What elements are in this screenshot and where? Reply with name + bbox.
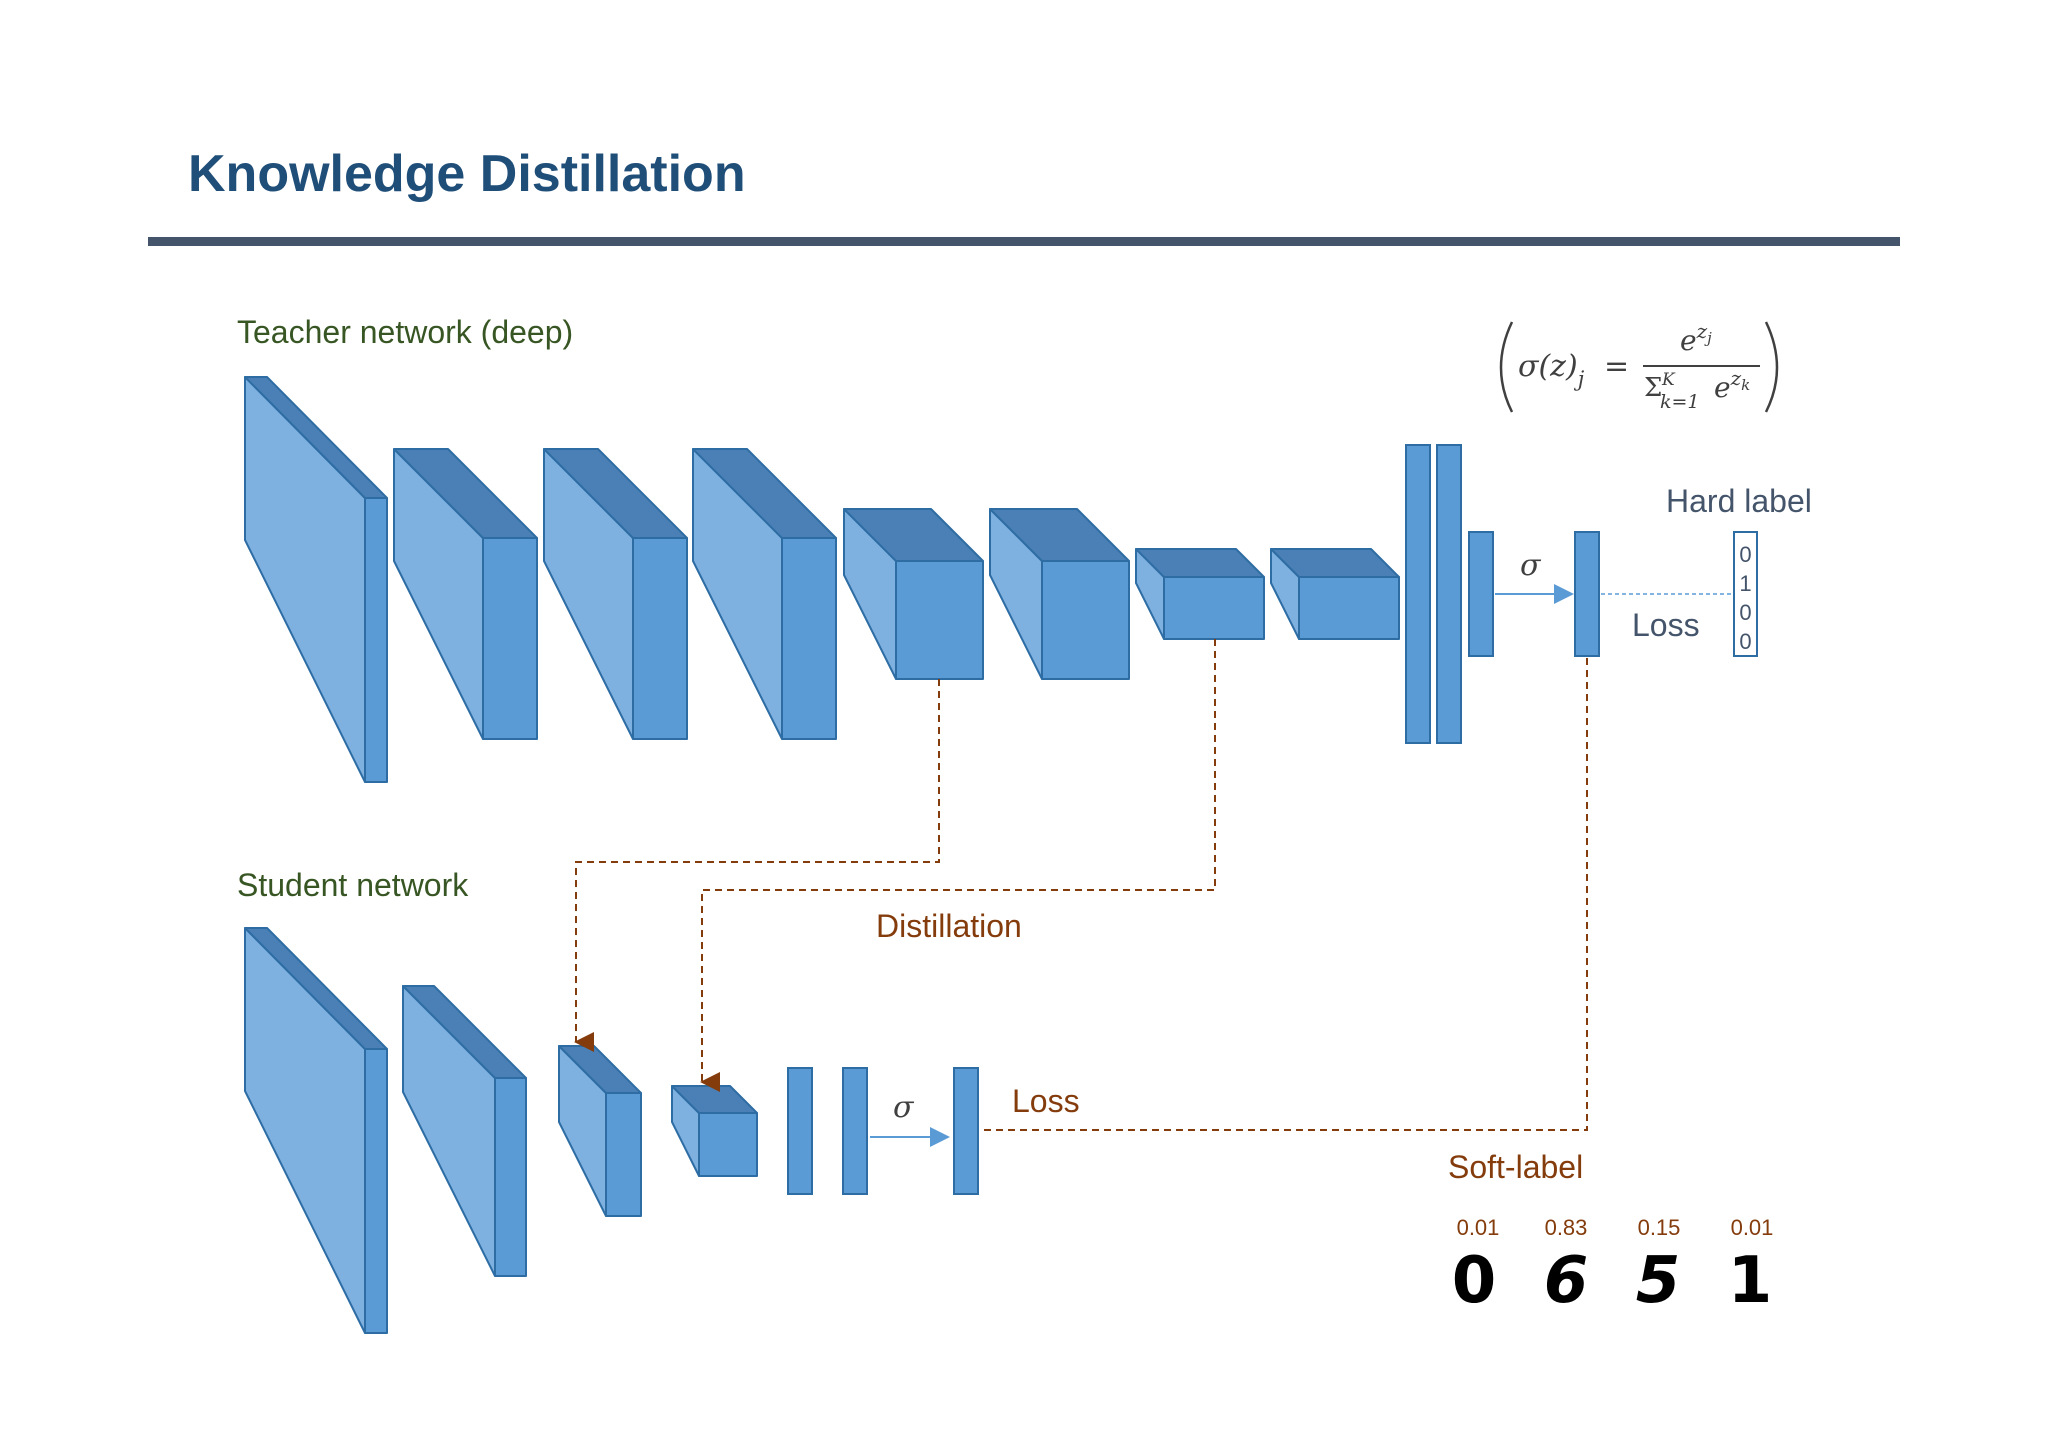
block-front-face [1298, 576, 1400, 640]
teacher-conv-layer-4 [692, 448, 837, 740]
student-sigma-symbol: σ [893, 1090, 915, 1125]
hard-label-value: 1 [1739, 571, 1751, 596]
soft-label-probability: 0.83 [1545, 1215, 1588, 1240]
teacher-fc-layer-2 [1436, 444, 1462, 744]
hard-label-vector [1733, 531, 1758, 657]
block-front-face [895, 560, 984, 680]
svg-text:ezj: ezj [1680, 319, 1712, 357]
block-front-face [605, 1092, 642, 1217]
student-loss-label: Loss [1012, 1083, 1080, 1119]
handwritten-digit: 6 [1544, 1244, 1589, 1318]
teacher-conv-layer-1 [244, 376, 388, 783]
block-front-face [632, 537, 688, 740]
soft-label-probability: 0.01 [1457, 1215, 1500, 1240]
distillation-connector-1 [574, 679, 940, 1052]
block-front-face [698, 1112, 758, 1177]
formula-left-paren [1499, 321, 1514, 413]
softmax-formula: σ(z)j = ezj Σ K k=1 ezk [1499, 319, 1779, 413]
formula-sum-symbol: Σ [1644, 373, 1662, 403]
soft-label-probability: 0.15 [1638, 1215, 1681, 1240]
student-fc-layer-1 [787, 1067, 813, 1195]
hard-label-value: 0 [1739, 542, 1751, 567]
formula-sum-lower: k=1 [1660, 391, 1700, 413]
formula-sum-upper: K [1661, 370, 1676, 390]
student-conv-layer-2 [402, 985, 527, 1277]
teacher-conv-layer-6 [989, 508, 1130, 680]
formula-numerator-exponent: z [1696, 319, 1708, 343]
svg-text:σ(z)j: σ(z)j [1518, 349, 1585, 391]
student-fc-layer-2 [842, 1067, 868, 1195]
formula-denominator-exponent-subscript: k [1741, 376, 1750, 394]
teacher-fc-layer-1 [1405, 444, 1431, 744]
teacher-layer-blocks [244, 376, 1400, 783]
handwritten-digits-image: 0 6 5 1 [1452, 1244, 1773, 1318]
hard-label-title: Hard label [1666, 483, 1812, 519]
block-front-face [482, 537, 538, 740]
teacher-conv-layer-3 [543, 448, 688, 740]
teacher-conv-layer-7 [1135, 548, 1265, 640]
handwritten-digit: 0 [1452, 1244, 1497, 1318]
student-softmax-output [953, 1067, 979, 1195]
block-front-face [1041, 560, 1130, 680]
formula-right-paren [1764, 321, 1779, 413]
formula-denominator-exponent: z [1730, 366, 1742, 390]
block-front-face [364, 497, 388, 783]
formula-lhs-subscript: j [1574, 367, 1585, 391]
soft-label-title: Soft-label [1448, 1149, 1583, 1185]
teacher-conv-layer-8 [1270, 548, 1400, 640]
teacher-conv-layer-5 [843, 508, 984, 680]
teacher-sigma-symbol: σ [1520, 548, 1542, 583]
student-conv-layer-1 [244, 927, 388, 1334]
hard-label-value: 0 [1739, 600, 1751, 625]
title-rule [148, 237, 1900, 246]
teacher-softmax-output [1574, 531, 1600, 657]
teacher-loss-label: Loss [1632, 607, 1700, 643]
formula-equals: = [1604, 349, 1629, 384]
student-layer-blocks [244, 927, 758, 1334]
handwritten-digit: 5 [1636, 1244, 1681, 1318]
student-network-label: Student network [237, 867, 469, 903]
teacher-conv-layer-2 [393, 448, 538, 740]
formula-lhs: σ(z) [1518, 349, 1578, 384]
block-front-face [494, 1077, 527, 1277]
formula-numerator-exponent-subscript: j [1704, 329, 1712, 347]
page-title: Knowledge Distillation [188, 145, 746, 203]
formula-numerator-base: e [1680, 324, 1697, 357]
soft-label-loss-connector [980, 658, 1588, 1131]
block-front-face [364, 1048, 388, 1334]
block-front-face [781, 537, 837, 740]
svg-text:ezk: ezk [1714, 366, 1750, 404]
hard-label-value: 0 [1739, 629, 1751, 654]
distillation-connector-2 [700, 639, 1216, 1092]
student-conv-layer-4 [671, 1085, 758, 1177]
teacher-network-label: Teacher network (deep) [237, 314, 573, 350]
soft-label-probability: 0.01 [1731, 1215, 1774, 1240]
distillation-label: Distillation [876, 908, 1022, 944]
student-conv-layer-3 [558, 1045, 642, 1217]
handwritten-digit: 1 [1728, 1244, 1773, 1318]
teacher-logits [1468, 531, 1494, 657]
block-front-face [1163, 576, 1265, 640]
formula-denominator-base: e [1714, 371, 1731, 404]
